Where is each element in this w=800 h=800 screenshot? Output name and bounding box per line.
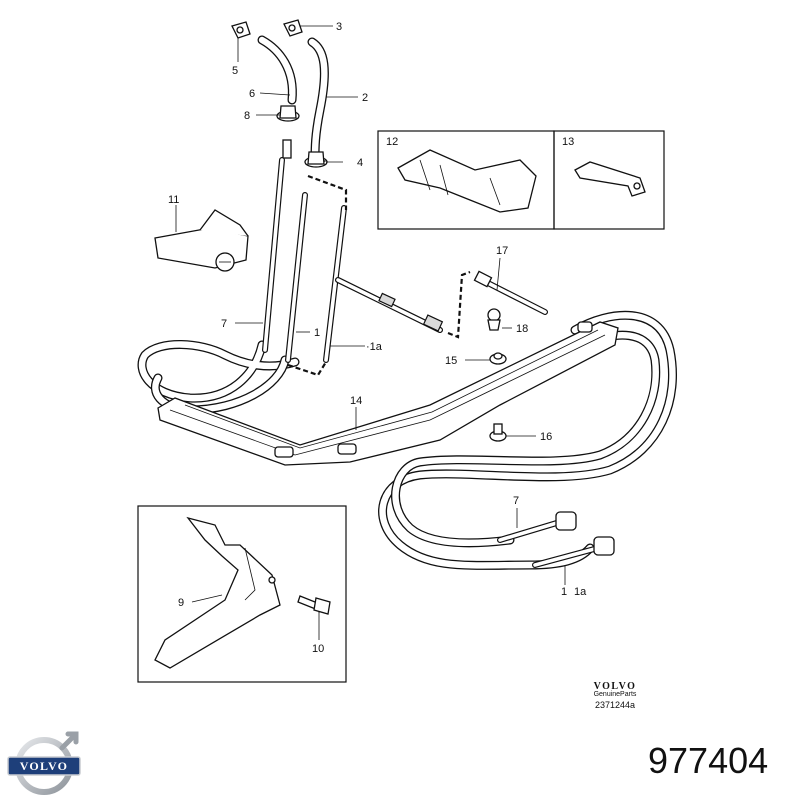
volvo-logo-icon: VOLVO	[7, 731, 81, 795]
detail-box-9-10	[137, 505, 347, 683]
callout-4: 4	[357, 157, 363, 169]
brand-name: VOLVO	[593, 681, 637, 692]
washer-hose-loop	[378, 310, 677, 570]
brand-block: VOLVO GenuineParts 2371244a	[560, 681, 670, 710]
vertical-pipes	[262, 139, 471, 377]
bracket-13	[574, 161, 646, 197]
inline-connector	[378, 292, 396, 308]
lower-hose-ends	[497, 511, 615, 568]
callout-10: 10	[312, 643, 324, 655]
drawing-number: 2371244a	[594, 700, 636, 710]
brand-subtitle: GenuineParts	[593, 691, 637, 698]
nozzle-17	[473, 270, 548, 315]
hose-channel-tray	[157, 321, 619, 466]
callout-3: 3	[336, 21, 342, 33]
callout-11: 11	[168, 194, 179, 206]
callout-8: 8	[244, 110, 250, 122]
callout-1-lower: 1	[561, 586, 567, 598]
callout-13: 13	[562, 136, 574, 148]
inline-valve	[422, 314, 444, 332]
callout-2: 2	[362, 92, 368, 104]
tray-clip	[337, 443, 357, 455]
clamp-3	[283, 19, 303, 37]
tray-clip	[274, 446, 294, 458]
callout-labels: 5 3 6 2 8 4 11 12 13 17 7 1 ·1a 18 15 14…	[168, 21, 587, 655]
callout-12: 12	[386, 136, 398, 148]
washer-hose-left-loop	[137, 340, 300, 415]
callout-1a: ·1a	[366, 341, 383, 353]
bolt-10	[297, 595, 331, 615]
clip-18	[487, 308, 501, 331]
logo-text: VOLVO	[20, 759, 68, 773]
callout-9: 9	[178, 597, 184, 609]
bracket-11	[154, 209, 249, 272]
grommet-15	[489, 352, 507, 365]
clamp-4	[304, 151, 328, 168]
pipe-nozzle	[282, 139, 292, 159]
hose-end-1	[593, 536, 615, 556]
upper-hoses	[231, 19, 329, 168]
hose-end-7	[555, 511, 577, 531]
leader-lines	[175, 25, 566, 640]
callout-7-lower: 7	[513, 495, 519, 507]
detail-box-12-13	[377, 130, 665, 230]
callout-1a-lower: 1a	[574, 586, 587, 598]
clamp-8	[276, 105, 300, 122]
callout-14: 14	[350, 395, 362, 407]
callout-7: 7	[221, 318, 227, 330]
part-number: 977404	[648, 740, 769, 781]
bracket-9	[154, 516, 281, 669]
callout-6: 6	[249, 88, 255, 100]
grommet-16	[489, 423, 507, 442]
callout-15: 15	[445, 355, 457, 367]
callout-1: 1	[314, 327, 320, 339]
callout-17: 17	[496, 245, 508, 257]
callout-5: 5	[232, 65, 238, 77]
clamp-5	[231, 21, 251, 39]
callout-18: 18	[516, 323, 528, 335]
callout-16: 16	[540, 431, 552, 443]
clip-12	[397, 149, 537, 213]
tray-clip	[577, 321, 593, 333]
